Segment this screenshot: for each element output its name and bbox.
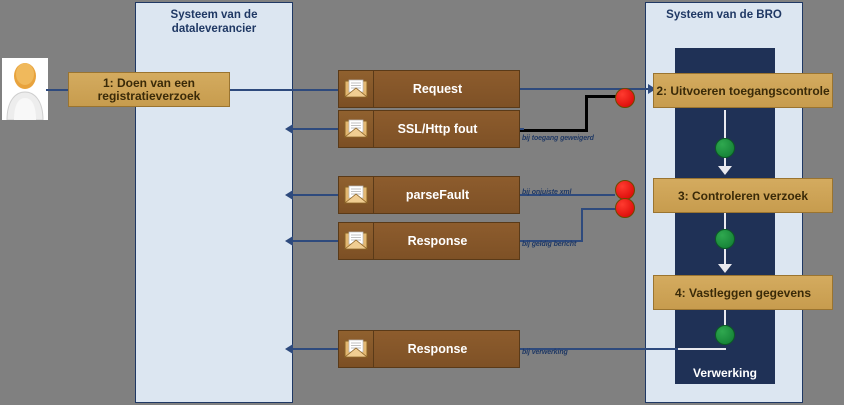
process-step-3-label: 3: Controleren verzoek: [677, 188, 809, 203]
message-parsefault-label: parseFault: [405, 188, 470, 202]
process-step-3[interactable]: 3: Controleren verzoek: [653, 178, 833, 213]
message-parsefault[interactable]: parseFault: [338, 176, 520, 214]
flow-request-elbow-h2: [585, 95, 617, 98]
flow-sslfout-to-lane: [292, 128, 338, 130]
lane-dataleverancier: [135, 2, 293, 403]
band-flow-line-1: [724, 110, 726, 150]
annotation-ongeldig: bij geldig bericht: [522, 241, 577, 248]
message-response-verwerking[interactable]: Response: [338, 330, 520, 368]
flow-arrow-response2: [285, 344, 293, 354]
message-response-validatie[interactable]: Response: [338, 222, 520, 260]
flow-request-elbow-h1: [520, 129, 588, 132]
flow-request-top-line: [520, 88, 650, 90]
actor-dataleverancier: [2, 58, 48, 121]
error-dot-response: [615, 198, 635, 218]
envelope-icon: [339, 177, 374, 213]
process-step-2-label: 2: Uitvoeren toegangscontrole: [656, 83, 830, 98]
flow-actor-to-step1: [46, 89, 68, 91]
annotation-onjuist: bij onjuiste xml: [522, 189, 572, 196]
processing-band-notch: [675, 348, 703, 384]
annotation-toegang: bij toegang geweigerd: [522, 135, 594, 142]
message-request[interactable]: Request: [338, 70, 520, 108]
message-response-verwerking-label: Response: [407, 342, 468, 356]
error-dot-parsefault: [615, 180, 635, 200]
band-flow-line-1b: [724, 150, 726, 168]
success-dot-3: [715, 325, 735, 345]
flow-response2-to-lane: [292, 348, 338, 350]
flow-parsefault-to-lane: [292, 194, 338, 196]
process-step-4-label: 4: Vastleggen gegevens: [674, 285, 812, 300]
error-dot-toegang: [615, 88, 635, 108]
lane-dataleverancier-title: Systeem van de dataleverancier: [135, 8, 293, 36]
lane-bro-title: Systeem van de BRO: [645, 8, 803, 22]
process-step-2[interactable]: 2: Uitvoeren toegangscontrole: [653, 73, 833, 108]
envelope-icon: [339, 71, 374, 107]
process-step-1[interactable]: 1: Doen van een registratieverzoek: [68, 72, 230, 107]
lane-title-line1: Systeem van de dataleverancier: [170, 9, 258, 35]
actor-person-icon: [6, 63, 44, 121]
flow-response1-riser: [581, 208, 583, 242]
message-ssl-http-fout[interactable]: SSL/Http fout: [338, 110, 520, 148]
envelope-icon: [339, 331, 374, 367]
annotation-verwerking: bij verwerking: [522, 349, 568, 356]
flow-response1-to-lane: [292, 240, 338, 242]
flow-response1-top: [581, 208, 617, 210]
envelope-icon: [339, 223, 374, 259]
processing-label-text: Verwerking: [692, 366, 758, 380]
band-flow-line-3-elbow: [675, 348, 726, 350]
success-dot-1: [715, 138, 735, 158]
flow-arrow-response1: [285, 236, 293, 246]
flow-response1-right: [520, 240, 582, 242]
message-request-label: Request: [412, 82, 463, 96]
lane-bro-title-text: Systeem van de BRO: [666, 9, 782, 21]
flow-request-elbow-v: [585, 97, 588, 132]
band-flow-arrow-2: [718, 264, 732, 273]
flow-step1-to-request: [230, 89, 338, 91]
flow-arrow-to-step2: [648, 84, 656, 94]
flow-sslfout-right: [520, 128, 524, 130]
flow-arrow-sslfout: [285, 124, 293, 134]
success-dot-2: [715, 229, 735, 249]
flow-parsefault-right: [520, 194, 615, 196]
band-flow-line-2b: [724, 248, 726, 266]
message-ssl-http-fout-label: SSL/Http fout: [397, 122, 478, 136]
band-flow-arrow-1: [718, 166, 732, 175]
envelope-icon: [339, 111, 374, 147]
message-response-validatie-label: Response: [407, 234, 468, 248]
flow-arrow-parsefault: [285, 190, 293, 200]
flow-response2-right: [520, 348, 678, 350]
processing-band-label: Verwerking: [675, 366, 775, 380]
process-step-1-label: 1: Doen van een registratieverzoek: [97, 75, 201, 103]
process-step-4[interactable]: 4: Vastleggen gegevens: [653, 275, 833, 310]
